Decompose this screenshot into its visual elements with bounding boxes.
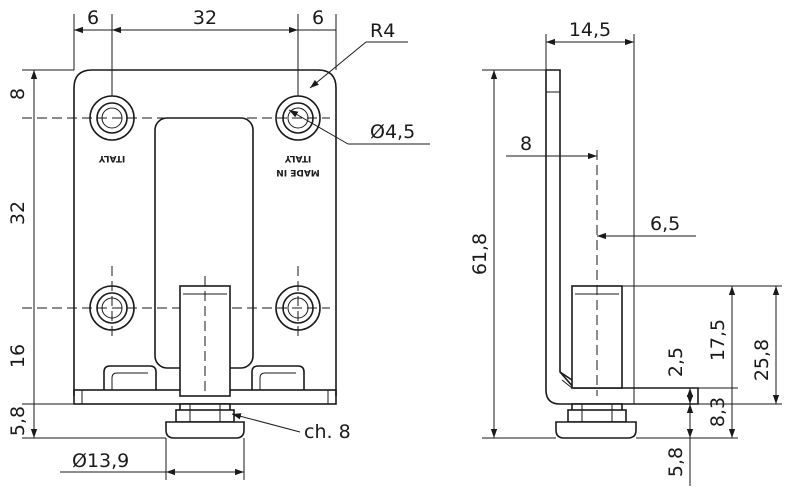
dim-side-25-8: 25,8 — [751, 339, 773, 381]
dim-left-5-8: 5,8 — [7, 406, 29, 436]
side-view: 14,5 8 6,5 61,8 17,5 25,8 2,5 8,3 5,8 — [469, 19, 782, 486]
dim-radius: R4 — [370, 20, 395, 42]
dim-top-right-6: 6 — [312, 7, 324, 29]
dim-top-14-5: 14,5 — [569, 19, 611, 41]
dim-side-17-5: 17,5 — [707, 319, 729, 361]
left-tab — [103, 365, 157, 390]
dim-left-32: 32 — [7, 201, 29, 225]
dim-top-32: 32 — [193, 7, 217, 29]
dim-left-8: 8 — [7, 88, 29, 100]
dim-top-left-6: 6 — [87, 7, 99, 29]
dim-hole-dia: Ø4,5 — [370, 121, 415, 143]
dim-side-6-5: 6,5 — [650, 213, 680, 235]
dim-side-8-3: 8,3 — [707, 397, 729, 427]
side-pin-foot — [555, 421, 637, 439]
right-tab — [251, 365, 305, 390]
emboss-left-text: ITALY — [98, 153, 125, 163]
emboss-right-line1: MADE IN — [276, 167, 320, 177]
dim-pin-dia: Ø13,9 — [72, 450, 129, 472]
emboss-right-line2: ITALY — [284, 153, 311, 163]
dim-height-61-8: 61,8 — [469, 233, 491, 275]
front-view: ITALY MADE IN ITALY 6 32 6 R4 — [7, 7, 430, 480]
dim-side-8: 8 — [520, 133, 532, 155]
dim-side-5-8: 5,8 — [665, 447, 687, 477]
dim-side-2-5: 2,5 — [665, 347, 687, 377]
dim-chamfer: ch. 8 — [304, 421, 351, 443]
plate-outline — [73, 69, 337, 396]
pin-foot — [165, 421, 245, 439]
dim-left-16: 16 — [7, 344, 29, 368]
